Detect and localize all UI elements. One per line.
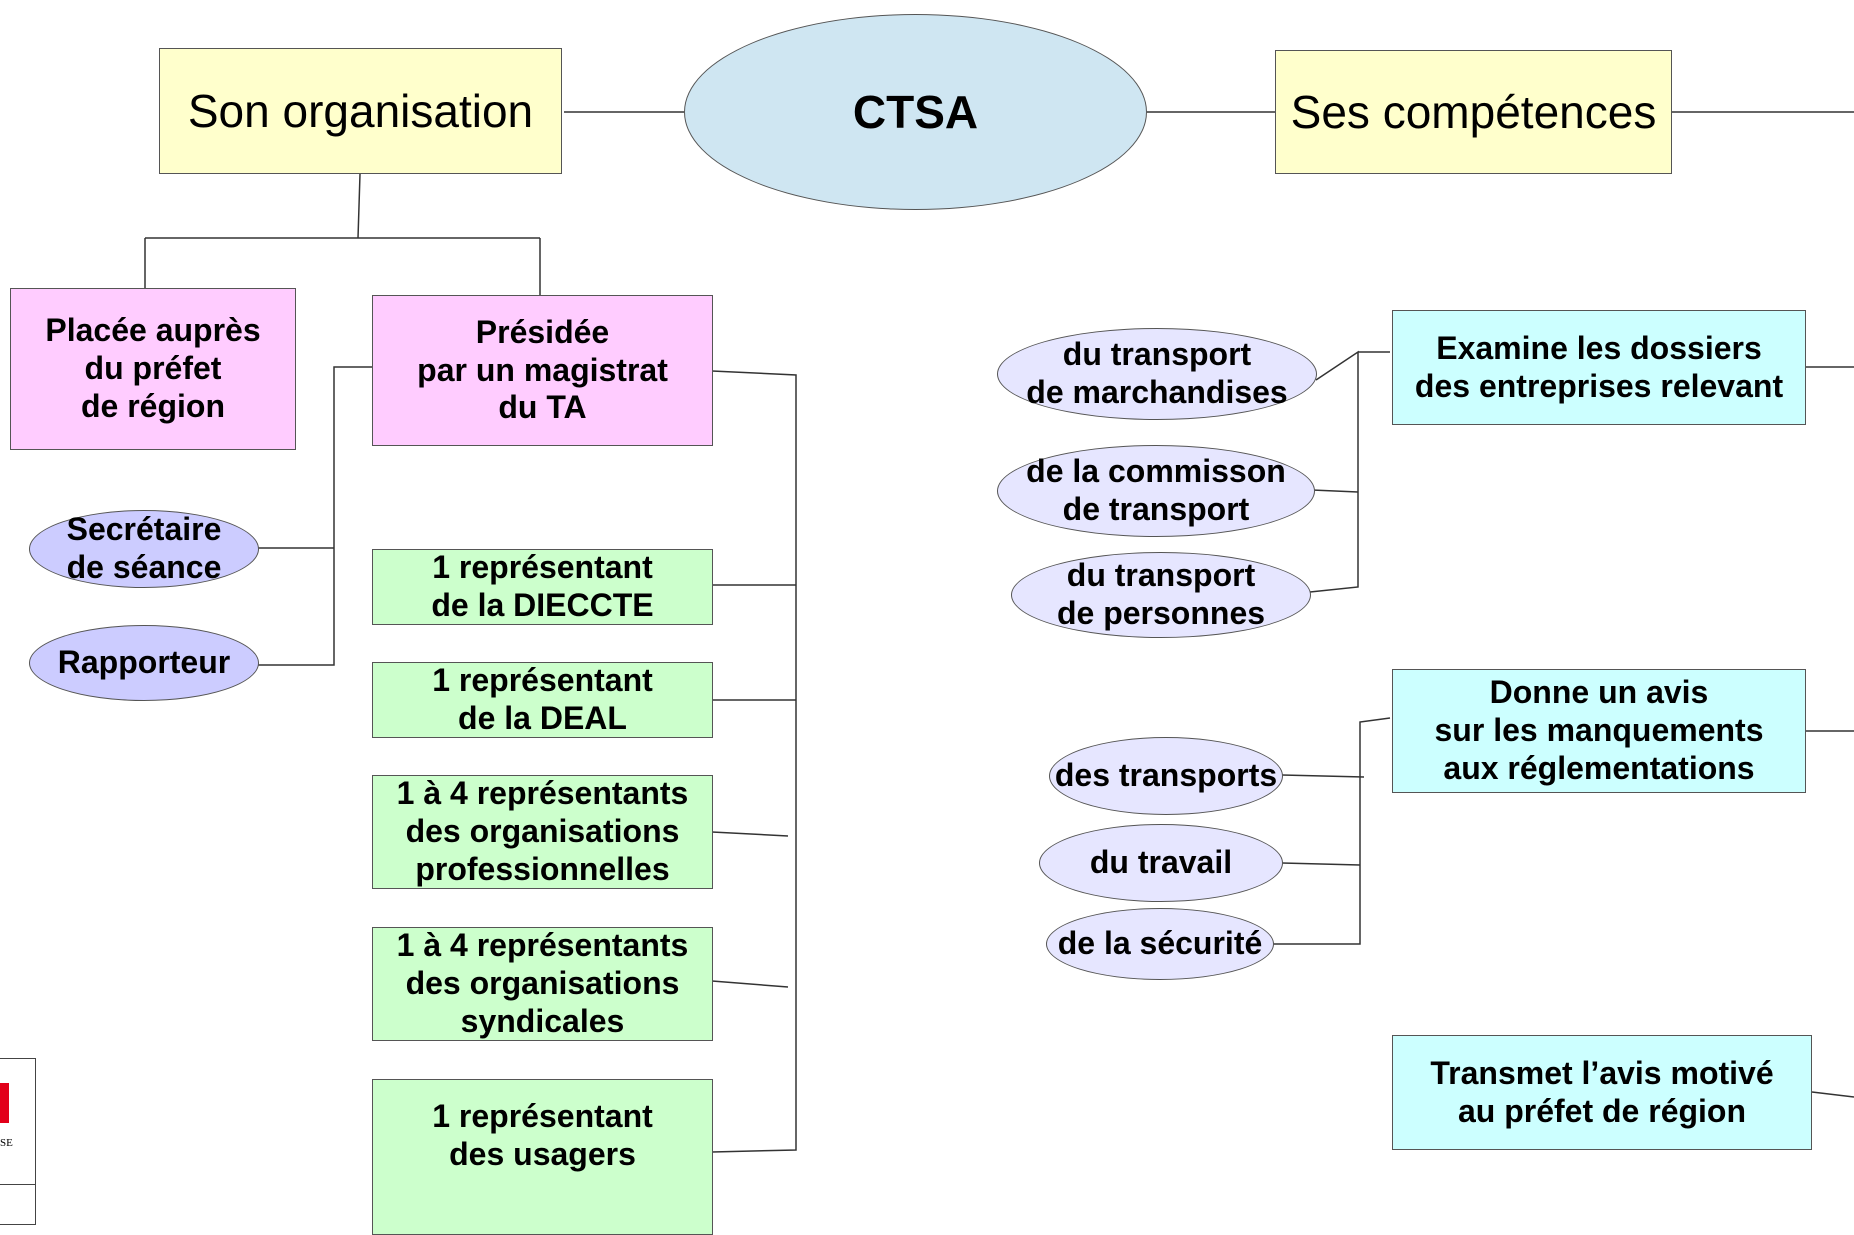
ctsa-center-node: CTSA xyxy=(684,14,1147,210)
transmet-node: Transmet l’avis motivé au préfet de régi… xyxy=(1392,1035,1812,1150)
presidee-node: Présidée par un magistrat du TA xyxy=(372,295,713,446)
examine-item-commission: de la commisson de transport xyxy=(997,445,1315,537)
member-syndicales: 1 à 4 représentants des organisations sy… xyxy=(372,927,713,1041)
avis-text: Donne un avis sur les manquements aux ré… xyxy=(1434,674,1764,786)
examine-item-text: du transport de marchandises xyxy=(1026,336,1288,410)
presidee-text: Présidée par un magistrat du TA xyxy=(417,313,668,426)
examine-item-personnes: du transport de personnes xyxy=(1011,552,1311,638)
member-text: 1 représentant de la DEAL xyxy=(432,662,653,736)
member-deal: 1 représentant de la DEAL xyxy=(372,662,713,738)
avis-item-text: des transports xyxy=(1054,757,1278,794)
avis-item-securite: de la sécurité xyxy=(1046,908,1274,980)
secretaire-ellipse: Secrétaire de séance xyxy=(29,510,259,588)
avis-item-text: de la sécurité xyxy=(1057,925,1263,962)
rapporteur-ellipse: Rapporteur xyxy=(29,625,259,701)
examine-text: Examine les dossiers des entreprises rel… xyxy=(1414,329,1784,404)
organisation-title: Son organisation xyxy=(187,84,534,137)
logo-rule xyxy=(0,1184,35,1185)
transmet-text: Transmet l’avis motivé au préfet de régi… xyxy=(1430,1054,1774,1129)
avis-item-transports: des transports xyxy=(1049,737,1283,815)
examine-item-marchandises: du transport de marchandises xyxy=(997,328,1317,420)
member-text: 1 représentant de la DIECCTE xyxy=(431,549,654,623)
placee-text: Placée auprès du préfet de région xyxy=(45,312,261,424)
organisation-header: Son organisation xyxy=(159,48,562,174)
member-text: 1 à 4 représentants des organisations pr… xyxy=(396,775,689,887)
avis-node: Donne un avis sur les manquements aux ré… xyxy=(1392,669,1806,793)
logo: SE xyxy=(0,1058,36,1225)
examine-item-text: du transport de personnes xyxy=(1056,557,1266,631)
examine-node: Examine les dossiers des entreprises rel… xyxy=(1392,310,1806,425)
logo-red-bar xyxy=(0,1083,9,1123)
secretaire-text: Secrétaire de séance xyxy=(66,511,222,585)
competences-title: Ses compétences xyxy=(1290,85,1657,138)
member-dieccte: 1 représentant de la DIECCTE xyxy=(372,549,713,625)
competences-header: Ses compétences xyxy=(1275,50,1672,174)
ctsa-label: CTSA xyxy=(852,85,979,138)
logo-mark: SE xyxy=(0,1137,13,1149)
placee-node: Placée auprès du préfet de région xyxy=(10,288,296,450)
member-text: 1 à 4 représentants des organisations sy… xyxy=(396,927,689,1039)
examine-item-text: de la commisson de transport xyxy=(1026,453,1286,527)
member-usagers: 1 représentant des usagers xyxy=(372,1079,713,1235)
member-text: 1 représentant des usagers xyxy=(432,1098,653,1172)
avis-item-travail: du travail xyxy=(1039,824,1283,902)
member-professionnelles: 1 à 4 représentants des organisations pr… xyxy=(372,775,713,889)
avis-item-text: du travail xyxy=(1089,844,1233,881)
rapporteur-text: Rapporteur xyxy=(57,644,231,681)
